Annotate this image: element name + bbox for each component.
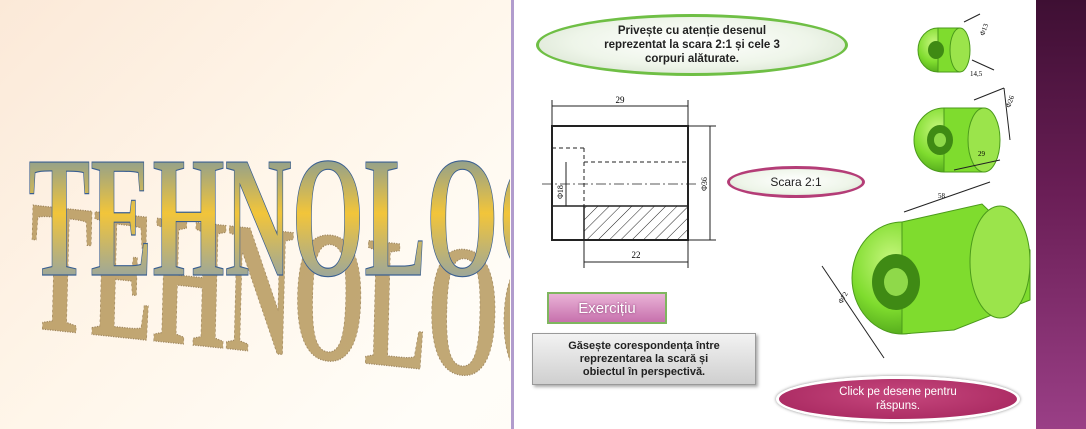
- hatched-section: [583, 205, 689, 241]
- answer-hint-button[interactable]: Click pe desene pentru răspuns.: [776, 376, 1020, 422]
- scale-label-oval: Scara 2:1: [727, 166, 865, 198]
- title-banner: TEHNOLOGIE 11 TEHNOLOGIE 11: [0, 0, 510, 429]
- technical-drawing[interactable]: 29 Φ18 Φ36 22: [538, 96, 728, 276]
- click-line: răspuns.: [875, 400, 921, 412]
- slide-side-bar: [1036, 0, 1086, 429]
- dim-top-label: 29: [616, 96, 626, 105]
- click-line: Click pe desene pentru: [839, 386, 957, 398]
- intro-line: reprezentat la scara 2:1 și cele 3: [604, 39, 780, 51]
- object-medium[interactable]: Φ26 29: [913, 87, 1016, 173]
- dim-medium-a: Φ26: [1004, 94, 1016, 109]
- dim-inner-label: Φ18: [556, 185, 565, 199]
- dim-small-b: 14,5: [970, 70, 983, 78]
- dim-large-b: Φ72: [837, 290, 850, 305]
- object-large[interactable]: 58 Φ72: [821, 181, 1031, 359]
- intro-line: corpuri alăturate.: [645, 53, 739, 65]
- wordart-title: TEHNOLOGIE 11 TEHNOLOGIE 11: [27, 121, 510, 429]
- perspective-objects: Φ13 14,5 Φ26 29 58 Φ72: [821, 13, 1031, 359]
- instruction-line: obiectul în perspectivă.: [582, 365, 706, 378]
- lesson-slide: Privește cu atenție desenul reprezentat …: [511, 0, 1086, 429]
- instruction-line: reprezentarea la scară și: [579, 352, 709, 365]
- exercise-button[interactable]: Exercițiu: [547, 292, 667, 324]
- wordart-main-text: TEHNOLOGIE 11: [28, 122, 510, 312]
- dim-right-label: Φ36: [700, 177, 709, 191]
- intro-callout: Privește cu atenție desenul reprezentat …: [536, 14, 848, 76]
- intro-line: Privește cu atenție desenul: [617, 25, 767, 37]
- dim-large-a: 58: [938, 192, 946, 200]
- dim-medium-b: 29: [978, 150, 986, 158]
- scale-label: Scara 2:1: [770, 175, 822, 189]
- dim-bottom-label: 22: [632, 250, 641, 260]
- object-small[interactable]: Φ13 14,5: [917, 13, 995, 78]
- instruction-line: Găsește corespondența între: [568, 339, 720, 352]
- instruction-box: Găsește corespondența între reprezentare…: [532, 333, 756, 385]
- dim-small-a: Φ13: [978, 22, 990, 37]
